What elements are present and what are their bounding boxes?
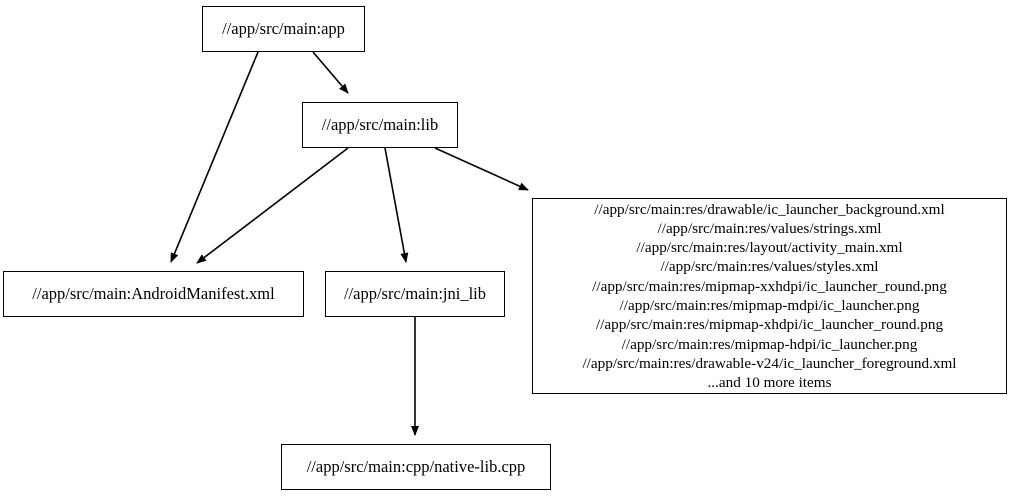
edge-lib-to-res-group xyxy=(434,147,529,191)
node-app-label: //app/src/main:app xyxy=(222,19,345,39)
node-lib-label: //app/src/main:lib xyxy=(321,115,439,135)
edge-app-to-lib xyxy=(312,51,349,94)
node-res-group-label: //app/src/main:res/drawable/ic_launcher_… xyxy=(582,200,957,392)
node-android-manifest-label: //app/src/main:AndroidManifest.xml xyxy=(32,284,275,304)
node-lib[interactable]: //app/src/main:lib xyxy=(302,102,458,148)
node-jni-lib-label: //app/src/main:jni_lib xyxy=(343,284,487,304)
node-native-lib-cpp-label: //app/src/main:cpp/native-lib.cpp xyxy=(306,457,526,477)
node-jni-lib[interactable]: //app/src/main:jni_lib xyxy=(325,271,505,317)
node-res-group[interactable]: //app/src/main:res/drawable/ic_launcher_… xyxy=(532,198,1007,394)
edge-lib-to-jni-lib xyxy=(384,147,409,263)
edge-app-to-manifest xyxy=(170,51,259,263)
node-android-manifest[interactable]: //app/src/main:AndroidManifest.xml xyxy=(3,271,304,317)
node-native-lib-cpp[interactable]: //app/src/main:cpp/native-lib.cpp xyxy=(281,444,551,490)
node-app[interactable]: //app/src/main:app xyxy=(202,6,365,52)
edge-lib-to-manifest xyxy=(196,147,349,264)
